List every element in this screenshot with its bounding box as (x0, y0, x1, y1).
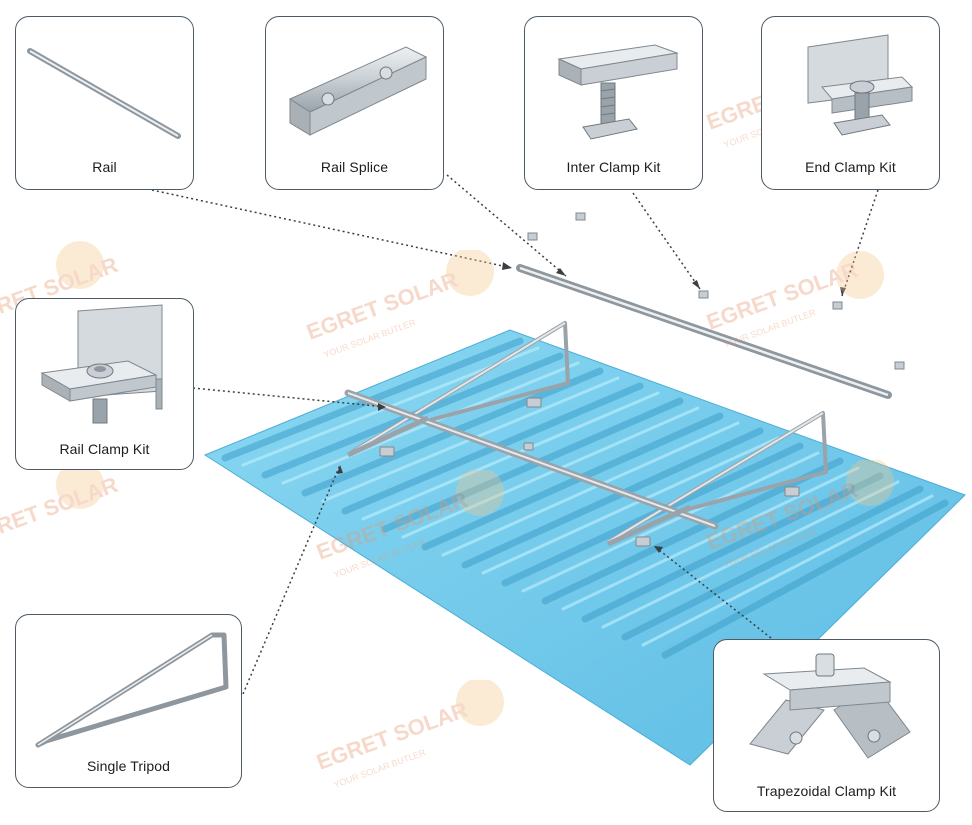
callout-trapezoidal-clamp-kit: Trapezoidal Clamp Kit (713, 639, 940, 812)
rail-icon (27, 48, 181, 139)
callout-label: Rail (92, 159, 117, 175)
callout-label: Trapezoidal Clamp Kit (756, 783, 897, 799)
rail-clamp-kit-icon (40, 304, 163, 424)
callout-inter-clamp-kit: Inter Clamp Kit (524, 16, 703, 190)
callout-label: Inter Clamp Kit (566, 159, 661, 175)
callout-rail-splice: Rail Splice (265, 16, 444, 190)
floating-parts (527, 212, 905, 370)
tripod-right (606, 411, 828, 544)
inter-clamp-kit-icon (557, 44, 679, 140)
callout-label: Single Tripod (86, 758, 171, 774)
callout-label: Rail Clamp Kit (59, 441, 150, 457)
leader-arrowheads (337, 262, 846, 553)
end-clamp-kit-icon (807, 34, 914, 136)
installed-rails (344, 389, 719, 547)
callout-rail: Rail (15, 16, 194, 190)
floating-rail (516, 264, 892, 399)
callout-end-clamp-kit: End Clamp Kit (761, 16, 940, 190)
rail-splice-icon (288, 46, 428, 136)
roof-clamps (379, 397, 800, 547)
single-tripod-icon (35, 632, 229, 748)
callout-single-tripod: Single Tripod (15, 614, 242, 788)
leader-lines (151, 174, 879, 695)
trapezoidal-clamp-kit-icon (749, 653, 911, 759)
callout-label: Rail Splice (320, 159, 389, 175)
callout-label: End Clamp Kit (805, 159, 896, 175)
callout-rail-clamp-kit: Rail Clamp Kit (15, 298, 194, 470)
tripod-left (350, 321, 570, 454)
